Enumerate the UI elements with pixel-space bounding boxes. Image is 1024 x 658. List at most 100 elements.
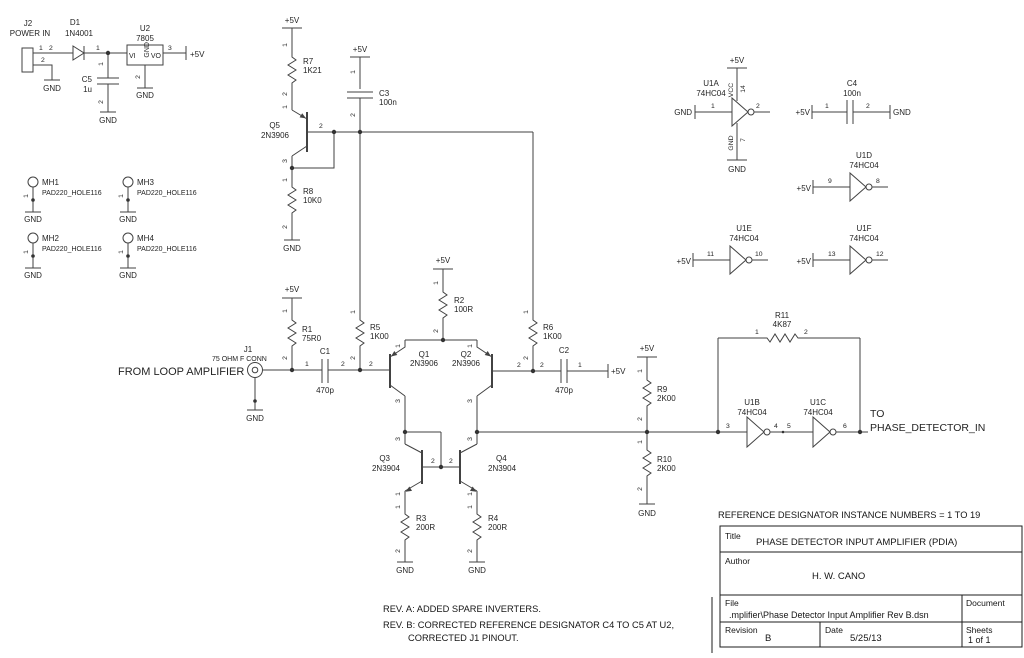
resistor-r3: 1 R3 200R 2 GND xyxy=(395,505,435,575)
p5v-label: +5V xyxy=(677,257,692,266)
capacitor-c3: +5V 1 C3 100n 2 xyxy=(350,45,397,117)
u1b-ref: U1B xyxy=(744,398,760,407)
pin-number: 1 xyxy=(118,194,125,198)
pin-number: 3 xyxy=(467,437,474,441)
inverter-u1e: U1E 74HC04 +5V 11 10 xyxy=(677,224,763,276)
inverter-u1f: U1F 74HC04 +5V 13 12 xyxy=(797,224,884,276)
mh1-ref: MH1 xyxy=(42,178,59,187)
r9-ref: R9 xyxy=(657,385,668,394)
inverter-u1c: U1C 74HC04 5 6 xyxy=(787,398,847,449)
pin-number: 8 xyxy=(876,178,880,185)
junction-dot xyxy=(331,129,337,135)
pin-number: 5 xyxy=(787,423,791,430)
c5-value: 1u xyxy=(83,85,92,94)
pin-number: 1 xyxy=(395,505,402,509)
u2-ref: U2 xyxy=(140,24,151,33)
u1a-ref: U1A xyxy=(703,79,719,88)
resistor-r4: 1 R4 200R 2 GND xyxy=(467,505,507,575)
pin-number: 1 xyxy=(825,103,829,110)
mh2-pad xyxy=(27,232,39,244)
pin-number: 2 xyxy=(523,356,530,360)
q3-value: 2N3904 xyxy=(372,464,401,473)
sheets-value: 1 of 1 xyxy=(968,635,991,645)
pin-number: 2 xyxy=(433,329,440,333)
pin-number: 3 xyxy=(467,399,474,403)
junction-dot xyxy=(31,198,35,202)
gnd-label: GND xyxy=(396,566,414,575)
gnd-label: GND xyxy=(638,509,656,518)
regulator-u2: U2 7805 VI GND VO 2 GND 3 +5V xyxy=(126,24,205,100)
pin-number: 1 xyxy=(39,45,43,52)
r8-ref: R8 xyxy=(303,187,314,196)
u2-body xyxy=(126,44,164,66)
pin-number: 1 xyxy=(118,250,125,254)
r10-ref: R10 xyxy=(657,455,672,464)
r7-value: 1K21 xyxy=(303,66,322,75)
c1-ref: C1 xyxy=(320,347,331,356)
revision-label: Revision xyxy=(725,625,758,635)
p5v-label: +5V xyxy=(611,367,626,376)
gnd-pin-label: GND xyxy=(728,135,735,150)
gnd-label: GND xyxy=(728,165,746,174)
transistor-q2: Q2 2N3906 1 3 2 xyxy=(452,344,521,403)
pin-number: 1 xyxy=(282,178,289,182)
u2-gnd-label: VO xyxy=(151,53,162,60)
mh4-value: PAD220_HOLE116 xyxy=(137,246,197,253)
pin-number: 2 xyxy=(282,225,289,229)
emitter-arrow xyxy=(484,351,491,357)
r4-ref: R4 xyxy=(488,514,499,523)
amplifier-section: FROM LOOP AMPLIFIER J1 75 OHM F CONN GND… xyxy=(118,256,985,575)
u1d-value: 74HC04 xyxy=(849,161,879,170)
title-value: PHASE DETECTOR INPUT AMPLIFIER (PDIA) xyxy=(756,537,957,548)
resistor-r7: +5V 1 R7 1K21 2 xyxy=(282,16,322,96)
file-value: .mplifier\Phase Detector Input Amplifier… xyxy=(729,610,929,620)
author-label: Author xyxy=(725,556,750,566)
rev-b-note-line2: CORRECTED J1 PINOUT. xyxy=(408,633,519,643)
q1-ref: Q1 xyxy=(419,350,430,359)
junction-dots xyxy=(253,337,863,470)
title-label: Title xyxy=(725,531,741,541)
p5v-label: +5V xyxy=(190,50,205,59)
pin-number: 1 xyxy=(350,310,357,314)
resistor-r6: 1 R6 1K00 2 xyxy=(523,310,562,360)
diode-d1: D1 1N4001 1 xyxy=(65,18,100,61)
pin-number: 10 xyxy=(755,251,763,258)
u1c-value: 74HC04 xyxy=(803,408,833,417)
title-block-grid xyxy=(720,551,1022,647)
emitter-arrow xyxy=(405,486,412,492)
pin-number: 1 xyxy=(23,250,30,254)
j2-value: POWER IN xyxy=(10,29,51,38)
revision-value: B xyxy=(765,633,771,644)
emitter-arrow xyxy=(391,351,398,357)
connector-j2: J2 POWER IN 1 2 2 GND xyxy=(10,19,61,93)
r9-value: 2K00 xyxy=(657,394,676,403)
mh3-ref: MH3 xyxy=(137,178,154,187)
resistor-r10: 1 R10 2K00 2 GND xyxy=(637,440,676,518)
u1d-bubble xyxy=(865,183,873,191)
pin-number: 2 xyxy=(282,356,289,360)
pin-number: 2 xyxy=(49,45,53,52)
mh1-pad xyxy=(27,176,39,188)
mh1-value: PAD220_HOLE116 xyxy=(42,190,102,197)
to-phase-detector-label-line2: PHASE_DETECTOR_IN xyxy=(870,422,985,434)
r8-value: 10K0 xyxy=(303,196,322,205)
mh2-ref: MH2 xyxy=(42,234,59,243)
gnd-label: GND xyxy=(283,244,301,253)
u1f-ref: U1F xyxy=(856,224,871,233)
c1-value: 470p xyxy=(316,386,334,395)
pin-number: 3 xyxy=(726,423,730,430)
j1-value: 75 OHM F CONN xyxy=(212,356,267,363)
u1c-body xyxy=(812,415,831,449)
c4-ref: C4 xyxy=(847,79,858,88)
r5-value: 1K00 xyxy=(370,332,389,341)
p5v-label: +5V xyxy=(436,256,451,265)
pin-number: 2 xyxy=(395,549,402,553)
r11-ref: R11 xyxy=(775,311,790,320)
u1d-body xyxy=(849,171,867,203)
capacitor-c1: C1 1 2 470p xyxy=(305,347,345,395)
r3-value: 200R xyxy=(416,523,435,532)
mh3-value: PAD220_HOLE116 xyxy=(137,190,197,197)
pin-number: 14 xyxy=(740,85,747,93)
pin-number: 1 xyxy=(523,310,530,314)
